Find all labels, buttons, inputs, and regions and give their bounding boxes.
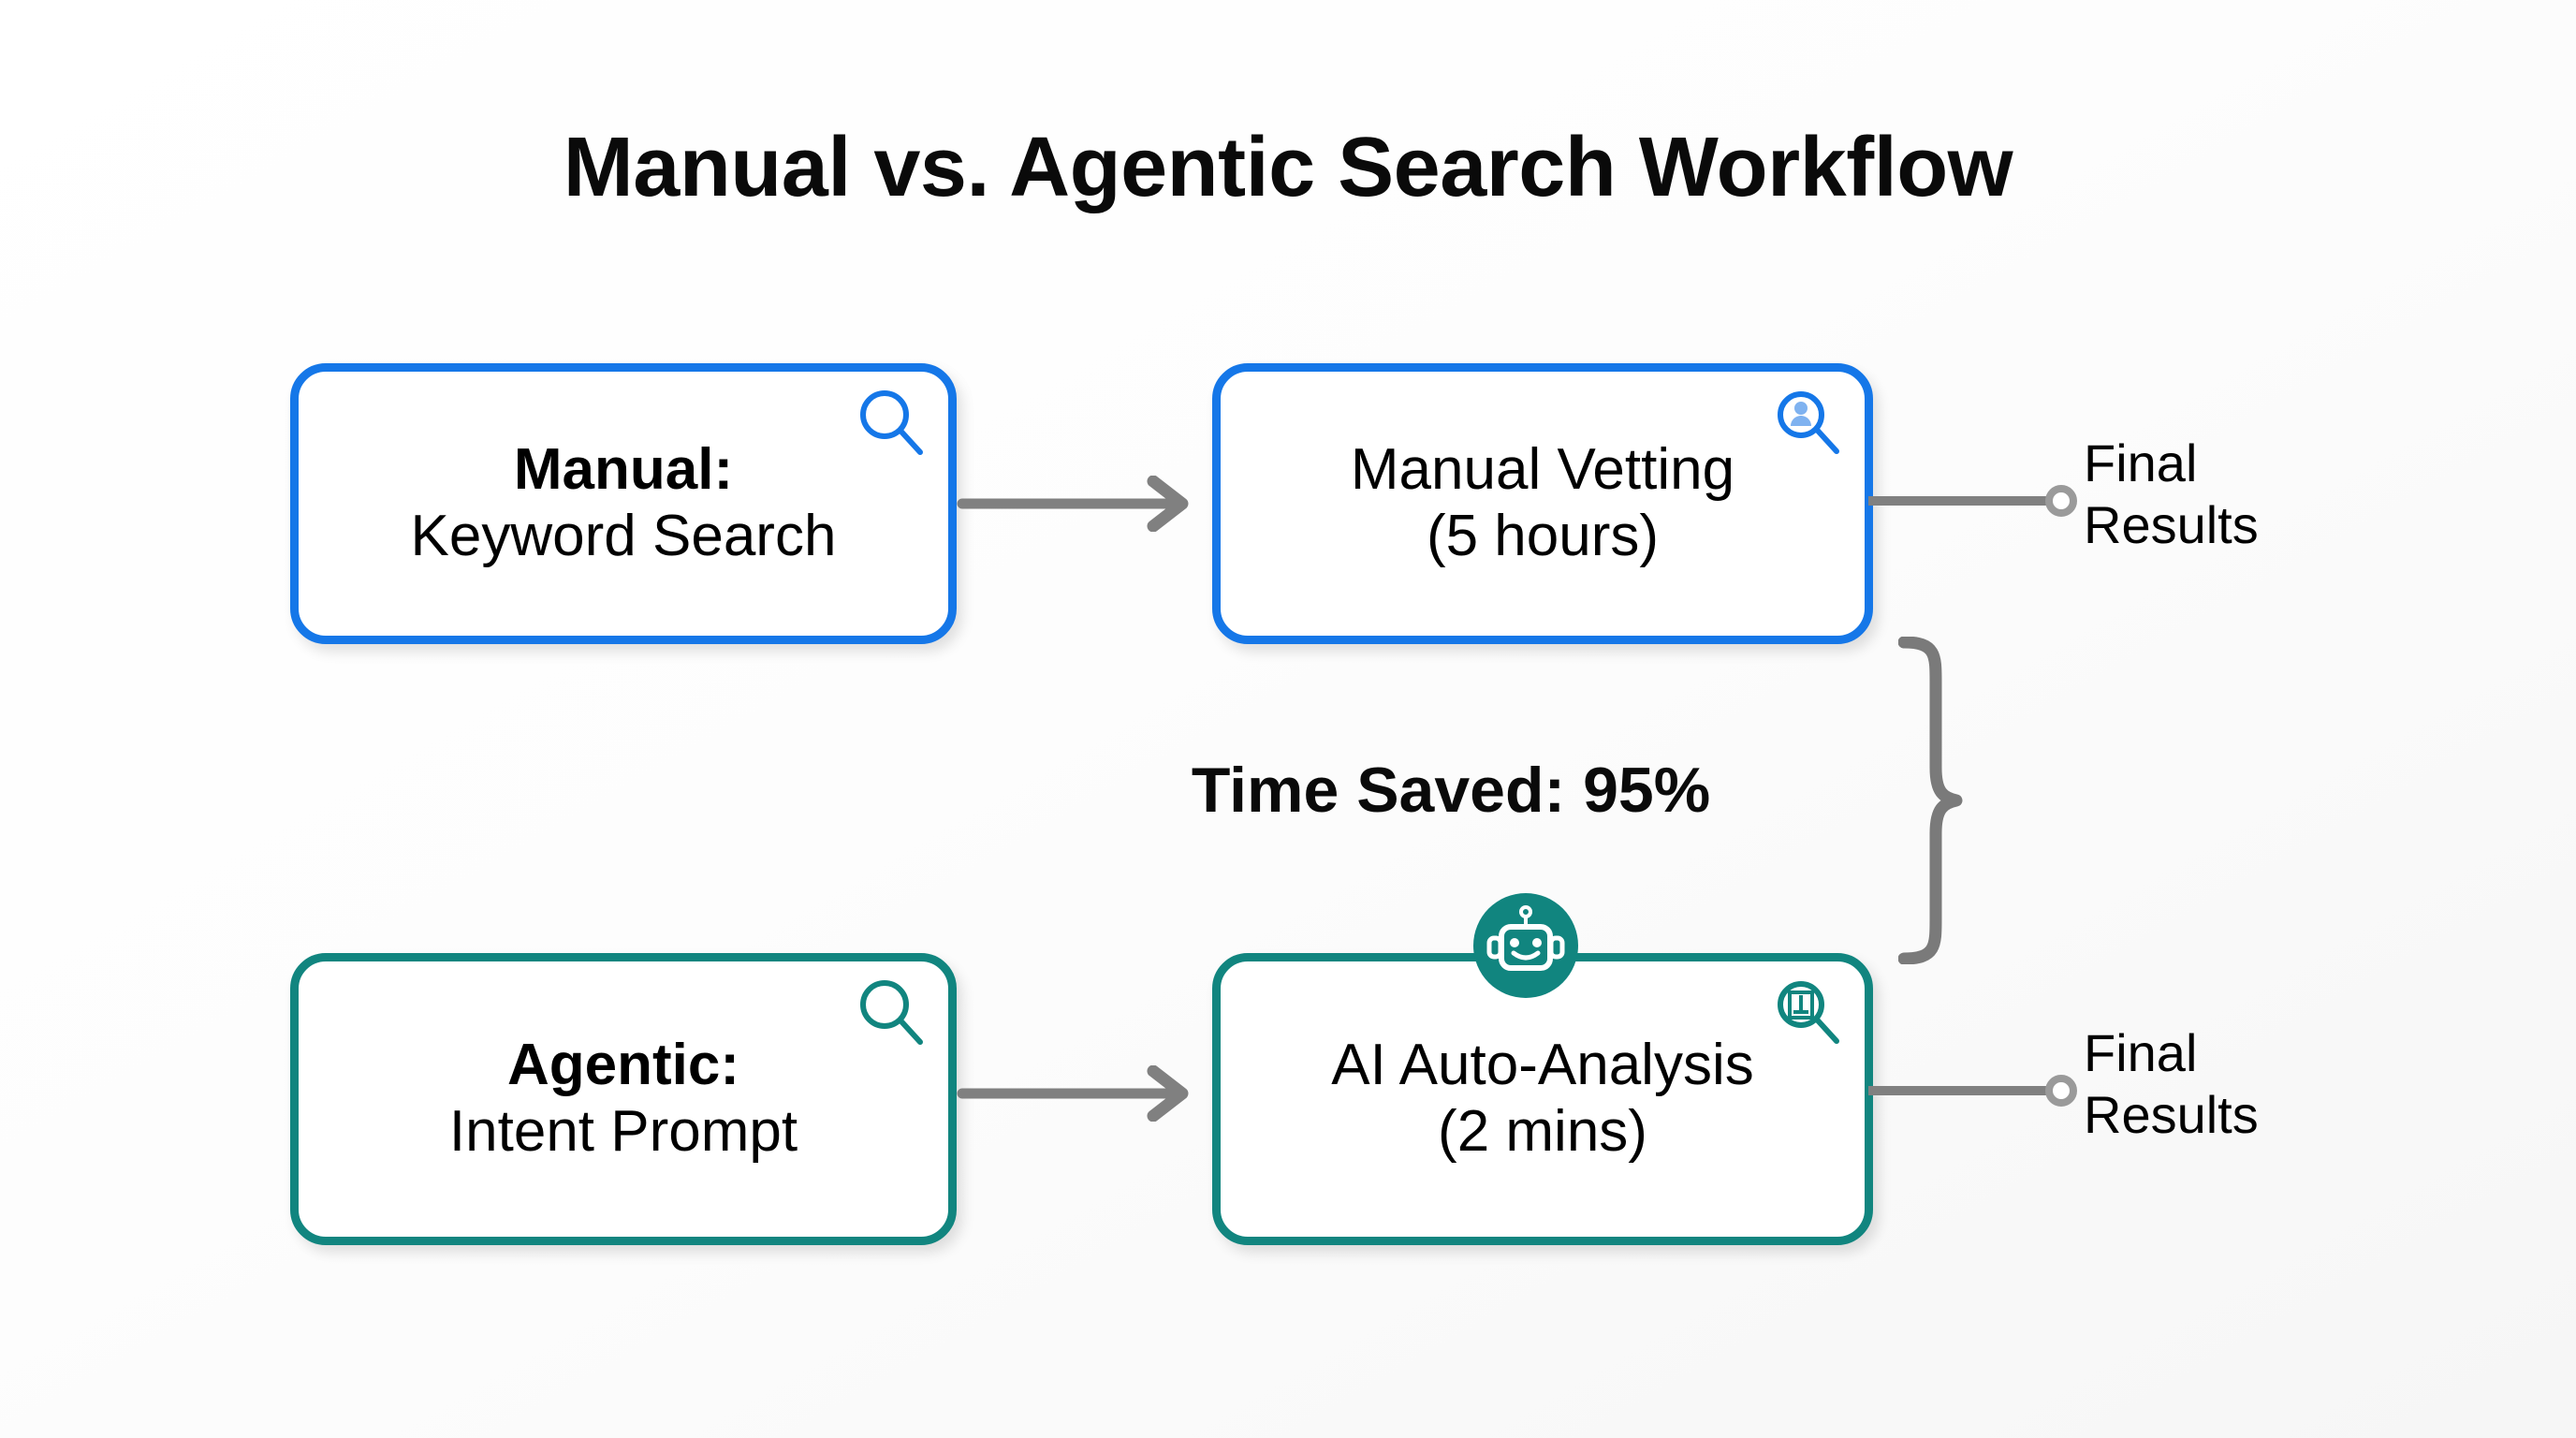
page-title: Manual vs. Agentic Search Workflow (563, 121, 2013, 214)
final-results-label-manual: Final Results (2084, 433, 2259, 556)
node-title-line: Manual Vetting (1350, 437, 1735, 503)
final-results-label-agentic: Final Results (2084, 1022, 2259, 1146)
search-icon (849, 381, 935, 467)
arrow-agentic-prompt-to-analysis (955, 1064, 1217, 1123)
final-results-line-1: Final (2084, 433, 2198, 492)
node-title-line: AI Auto-Analysis (1331, 1033, 1754, 1098)
arrow-manual-search-to-vetting (955, 475, 1217, 533)
final-results-line-2: Results (2084, 1085, 2259, 1145)
connector-agentic-to-final-results (1864, 1072, 2084, 1109)
time-saved-callout: Time Saved: 95% (1191, 755, 1711, 826)
node-detail-line: Keyword Search (410, 504, 837, 568)
node-manual-vetting[interactable]: Manual Vetting (5 hours) (1212, 363, 1873, 644)
node-ai-auto-analysis[interactable]: AI Auto-Analysis (2 mins) (1212, 953, 1873, 1245)
node-title-line: Manual: (513, 437, 734, 503)
node-title-line: Agentic: (507, 1033, 739, 1098)
right-curly-brace-icon (1897, 636, 1983, 965)
user-search-icon (1765, 381, 1852, 467)
node-detail-line: Intent Prompt (448, 1099, 798, 1164)
node-manual-keyword-search[interactable]: Manual: Keyword Search (290, 363, 957, 644)
node-detail-line: (2 mins) (1438, 1099, 1647, 1164)
final-results-line-1: Final (2084, 1023, 2198, 1082)
robot-icon (1471, 891, 1580, 1000)
search-icon (849, 971, 935, 1057)
chart-search-icon (1765, 971, 1852, 1057)
connector-manual-to-final-results (1864, 482, 2084, 520)
node-detail-line: (5 hours) (1426, 504, 1660, 568)
final-results-line-2: Results (2084, 495, 2259, 555)
node-agentic-intent-prompt[interactable]: Agentic: Intent Prompt (290, 953, 957, 1245)
